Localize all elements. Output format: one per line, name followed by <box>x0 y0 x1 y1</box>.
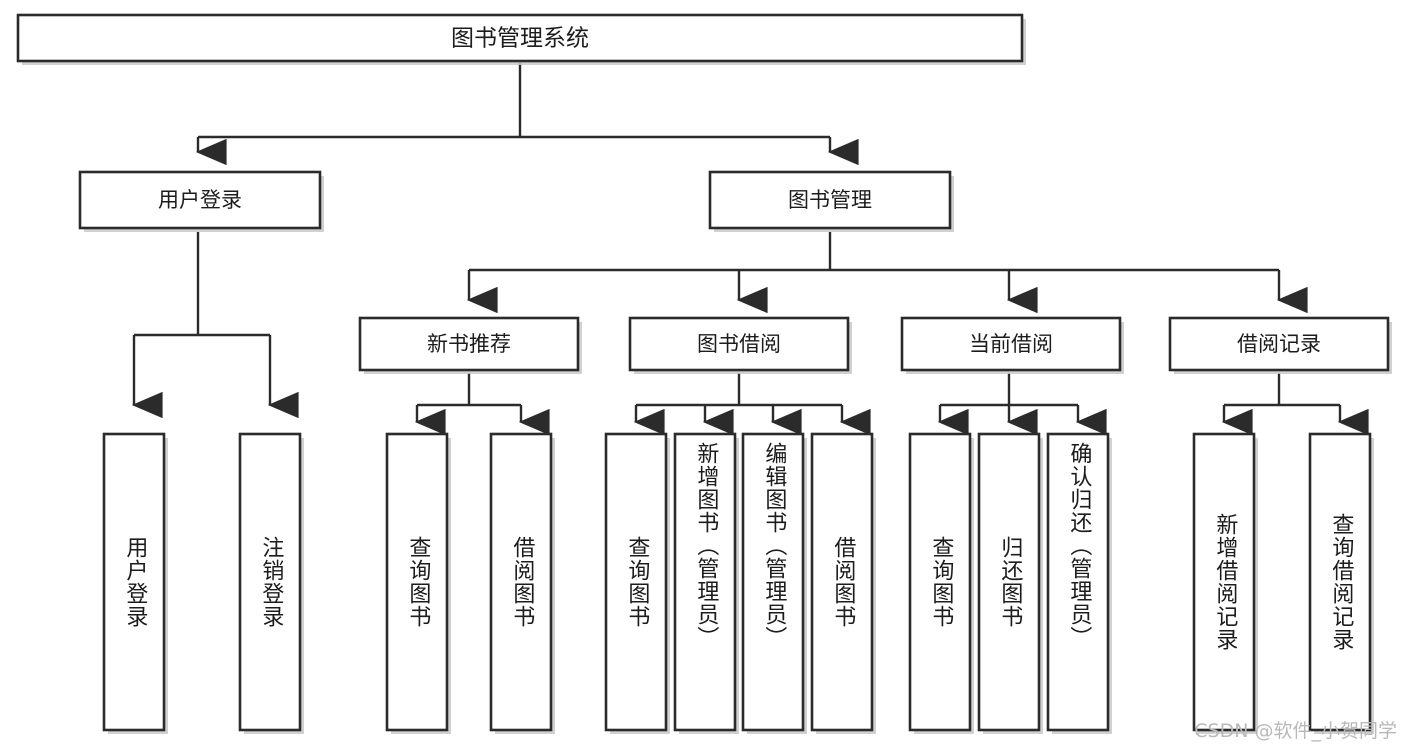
leaf-logout-box[interactable] <box>238 432 302 732</box>
user-login-box[interactable] <box>78 170 322 230</box>
book-management-label: 图书管理 <box>788 188 872 212</box>
borrow-record-label: 借阅记录 <box>1237 332 1321 356</box>
new-book-recommend-label: 新书推荐 <box>427 332 511 356</box>
leaf-edit-book-box[interactable] <box>741 432 805 732</box>
leaf-borrow-book-2-box[interactable] <box>810 432 874 732</box>
book-borrow-label: 图书借阅 <box>697 332 781 356</box>
connector-group <box>131 63 1369 436</box>
leaf-query-book-3-box[interactable] <box>908 432 972 732</box>
node-user-login[interactable]: 用户登录 <box>78 170 324 232</box>
book-management-box[interactable] <box>708 170 952 230</box>
leaf-add-record-box[interactable] <box>1192 432 1256 732</box>
current-borrow-box[interactable] <box>900 316 1122 372</box>
node-current-borrow[interactable]: 当前借阅 <box>900 316 1124 374</box>
book-borrow-box[interactable] <box>628 316 850 372</box>
root-label: 图书管理系统 <box>451 26 589 52</box>
leaf-return-book-box[interactable] <box>977 432 1041 732</box>
leaf-borrow-book-1-box[interactable] <box>489 432 553 732</box>
borrow-record-box[interactable] <box>1168 316 1390 372</box>
node-new-book-recommend[interactable]: 新书推荐 <box>358 316 582 374</box>
node-book-borrow[interactable]: 图书借阅 <box>628 316 852 374</box>
leaf-add-book-box[interactable] <box>673 432 737 732</box>
new-book-recommend-box[interactable] <box>358 316 580 372</box>
leaf-query-book-2-box[interactable] <box>604 432 668 732</box>
node-borrow-record[interactable]: 借阅记录 <box>1168 316 1392 374</box>
leaf-query-book-1-box[interactable] <box>385 432 449 732</box>
node-root[interactable]: 图书管理系统 <box>16 13 1026 65</box>
current-borrow-label: 当前借阅 <box>969 332 1053 356</box>
leaf-query-record-box[interactable] <box>1308 432 1372 732</box>
node-book-management[interactable]: 图书管理 <box>708 170 954 232</box>
leaf-box-group <box>102 432 1374 734</box>
user-login-label: 用户登录 <box>158 188 242 212</box>
leaf-confirm-return-box[interactable] <box>1046 432 1110 732</box>
leaf-user-login-box[interactable] <box>102 432 166 732</box>
root-box[interactable] <box>16 13 1024 63</box>
csdn-watermark: CSDN @软件_小贺同学 <box>1194 720 1397 742</box>
